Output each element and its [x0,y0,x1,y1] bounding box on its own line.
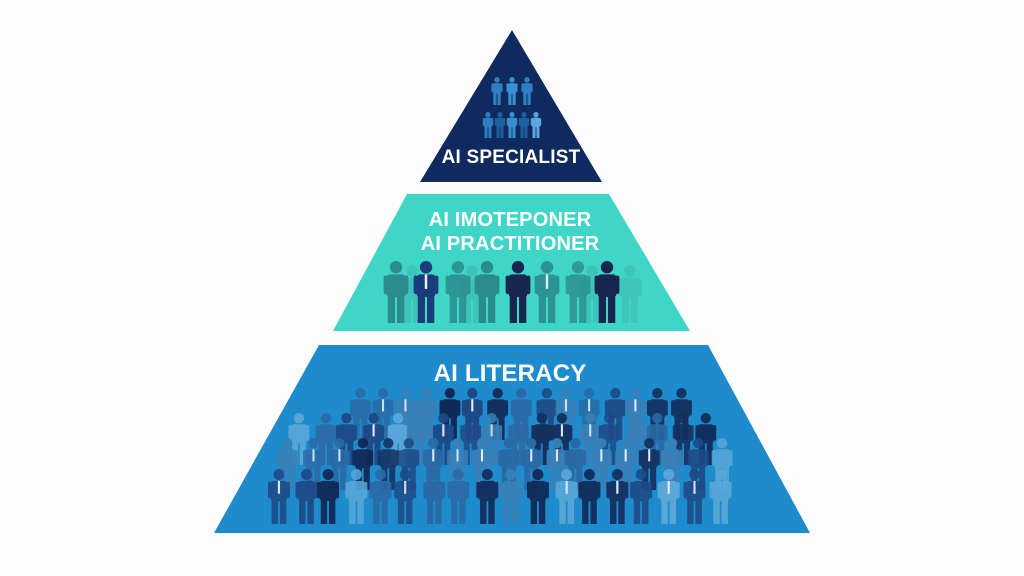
tier-top-ai-specialist [420,30,602,182]
person-icon [482,112,494,138]
literacy-people-group [267,388,733,524]
ai-practitioner-label-garbled: AI IMOTEPONER [428,209,592,231]
person-icon [445,261,471,323]
person-icon [579,413,601,465]
person-icon [383,261,409,323]
person-icon [413,261,439,323]
person-icon [491,77,503,105]
person-icon [494,112,506,138]
person-icon [518,112,530,138]
person-icon [555,469,578,524]
person-icon [476,469,499,524]
ai-specialist-label: AI SPECIALIST [441,147,581,168]
person-icon [521,77,533,105]
person-icon [295,469,318,524]
person-icon [394,469,417,524]
person-icon [369,469,392,524]
person-icon [630,469,653,524]
person-icon [329,438,350,490]
person-icon [505,261,531,323]
person-icon [546,438,568,490]
person-icon [277,438,298,490]
person-icon [683,469,706,524]
person-icon [530,112,542,138]
person-icon [526,469,549,524]
person-icon [345,469,368,524]
person-icon [657,469,680,524]
person-icon [377,438,399,490]
person-icon [499,469,522,524]
person-icon [590,438,612,490]
person-icon [606,469,629,524]
person-icon [615,438,637,490]
person-icon [594,261,620,323]
person-icon [267,469,290,524]
person-icon [565,261,591,323]
person-icon [565,438,586,490]
person-icon [474,261,500,323]
person-icon [638,438,660,490]
person-icon [534,261,560,323]
practitioner-people-group [383,261,642,323]
ai-literacy-label: AI LITERACY [433,360,587,387]
person-icon [447,438,468,490]
person-icon [447,469,470,524]
specialist-people-group [482,77,542,138]
person-icon [709,469,732,524]
ai-practitioner-label: AI PRACTITIONER [420,233,600,255]
person-icon [506,77,518,105]
person-icon [423,469,446,524]
person-icon [578,469,601,524]
person-icon [506,112,518,138]
person-icon [317,469,340,524]
